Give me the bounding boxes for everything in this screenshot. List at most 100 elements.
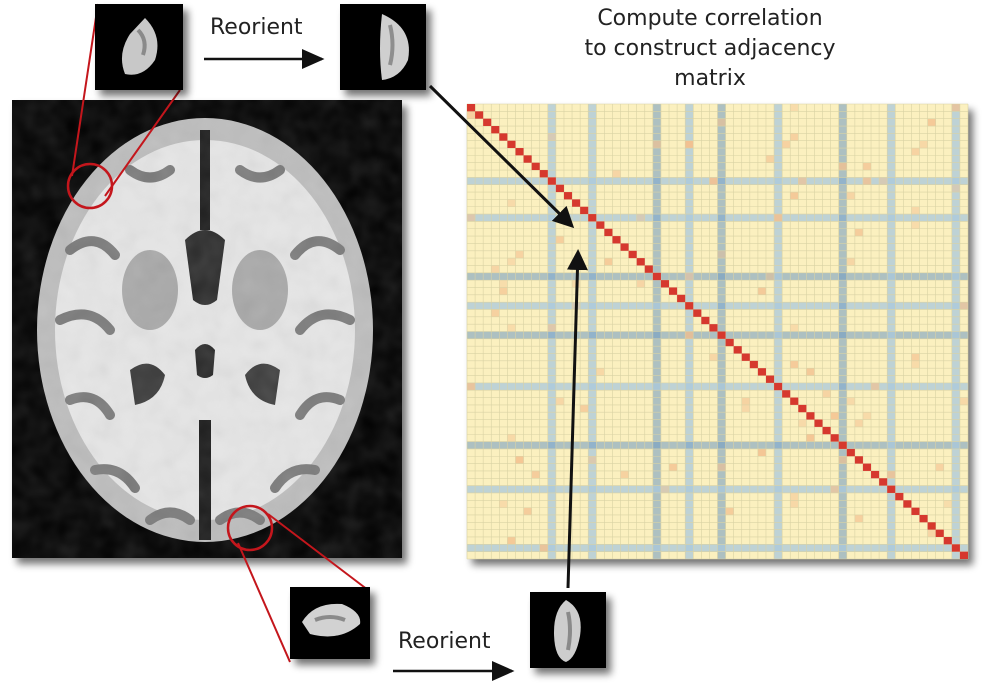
matrix-cell-warm bbox=[499, 287, 508, 295]
matrix-cell-warm bbox=[854, 514, 863, 523]
matrix-diagonal-cell bbox=[798, 404, 807, 413]
matrix-diagonal-cell bbox=[475, 111, 484, 119]
matrix-cell-warm bbox=[862, 412, 872, 420]
matrix-cell-warm bbox=[491, 265, 500, 273]
matrix-diagonal-cell bbox=[782, 390, 791, 398]
matrix-cell-warm bbox=[757, 448, 766, 457]
matrix-cell-warm bbox=[515, 456, 524, 464]
zoom-line-bottom-left bbox=[237, 542, 291, 663]
matrix-diagonal-cell bbox=[669, 287, 678, 295]
matrix-diagonal-cell bbox=[757, 368, 766, 376]
matrix-cell-warm bbox=[709, 177, 718, 185]
matrix-diagonal-cell bbox=[838, 441, 847, 449]
matrix-diagonal-cell bbox=[943, 536, 952, 545]
matrix-diagonal-cell bbox=[749, 360, 758, 369]
matrix-cell-warm bbox=[685, 331, 694, 339]
matrix-cell-warm bbox=[790, 104, 799, 112]
matrix-cell-warm bbox=[604, 258, 613, 266]
matrix-cell-warm bbox=[652, 140, 661, 149]
matrix-diagonal-cell bbox=[515, 148, 524, 156]
matrix-cell-warm bbox=[531, 470, 540, 479]
matrix-diagonal-cell bbox=[733, 346, 742, 354]
matrix-cell-warm bbox=[927, 118, 936, 127]
matrix-diagonal-cell bbox=[628, 250, 637, 259]
matrix-diagonal-cell bbox=[555, 184, 564, 193]
matrix-grid bbox=[466, 103, 969, 560]
matrix-cell-warm bbox=[871, 382, 880, 391]
matrix-cell-warm bbox=[741, 397, 750, 405]
matrix-cell-warm bbox=[790, 492, 799, 501]
matrix-cell-warm bbox=[555, 397, 564, 405]
matrix-cell-warm bbox=[499, 500, 508, 508]
matrix-cell-warm bbox=[539, 544, 548, 552]
matrix-diagonal-cell bbox=[717, 331, 726, 339]
matrix-title-line-3: matrix bbox=[674, 66, 746, 91]
matrix-cell-warm bbox=[846, 192, 855, 200]
matrix-cell-warm bbox=[798, 177, 807, 185]
matrix-cell-warm bbox=[790, 133, 799, 141]
matrix-cell-warm bbox=[822, 390, 831, 398]
matrix-cell-warm bbox=[927, 529, 936, 537]
matrix-diagonal-cell bbox=[709, 324, 718, 332]
matrix-diagonal-cell bbox=[741, 353, 750, 361]
matrix-diagonal-cell bbox=[830, 434, 839, 442]
matrix-diagonal-cell bbox=[588, 214, 597, 222]
matrix-diagonal-cell bbox=[790, 397, 799, 405]
zoom-line-top-left bbox=[71, 3, 99, 177]
top-patch-original-tissue bbox=[121, 18, 158, 75]
bottom-patch-reoriented-tissue bbox=[554, 600, 581, 662]
matrix-diagonal-cell bbox=[959, 551, 968, 559]
matrix-cell-warm bbox=[854, 419, 863, 427]
matrix-cell-warm bbox=[491, 309, 500, 317]
matrix-cell-warm bbox=[854, 228, 863, 237]
matrix-diagonal-cell bbox=[652, 272, 661, 281]
matrix-cell-warm bbox=[919, 140, 928, 149]
zoom-line-bottom-right bbox=[267, 513, 369, 591]
matrix-cell-warm bbox=[838, 162, 847, 171]
matrix-cell-warm bbox=[887, 470, 896, 479]
matrix-cell-warm bbox=[790, 360, 799, 369]
matrix-cell-warm bbox=[790, 500, 799, 508]
matrix-cell-warm bbox=[507, 324, 516, 332]
matrix-diagonal-cell bbox=[806, 412, 815, 420]
matrix-diagonal-cell bbox=[871, 470, 880, 479]
matrix-diagonal-cell bbox=[563, 192, 573, 200]
matrix-cell-warm bbox=[798, 419, 807, 427]
matrix-cell-warm bbox=[935, 463, 944, 471]
matrix-title-line-2: to construct adjacency bbox=[584, 36, 836, 61]
matrix-cell-warm bbox=[709, 353, 718, 361]
matrix-cell-warm bbox=[507, 536, 516, 545]
matrix-diagonal-cell bbox=[822, 426, 831, 435]
matrix-diagonal-cell bbox=[539, 170, 548, 178]
matrix-cell-warm bbox=[862, 162, 872, 171]
matrix-cell-warm bbox=[951, 184, 960, 193]
matrix-cell-warm bbox=[580, 404, 589, 413]
matrix-cell-warm bbox=[467, 111, 476, 119]
matrix-cell-warm bbox=[830, 412, 839, 420]
matrix-cell-warm bbox=[911, 360, 920, 369]
matrix-diagonal-cell bbox=[547, 177, 556, 185]
matrix-cell-warm bbox=[499, 280, 508, 288]
bottom-patch-original-tissue bbox=[302, 603, 361, 637]
matrix-cell-warm bbox=[765, 155, 775, 163]
matrix-diagonal-cell bbox=[765, 375, 775, 383]
matrix-cell-warm bbox=[830, 485, 839, 493]
matrix-diagonal-cell bbox=[903, 500, 912, 508]
matrix-diagonal-cell bbox=[951, 544, 960, 552]
matrix-cell-warm bbox=[507, 199, 516, 207]
matrix-diagonal-cell bbox=[774, 382, 783, 391]
matrix-diagonal-cell bbox=[507, 140, 516, 149]
matrix-cell-warm bbox=[717, 250, 726, 259]
matrix-cell-warm bbox=[507, 434, 516, 442]
matrix-diagonal-cell bbox=[854, 456, 863, 464]
correlation-arrow-top bbox=[428, 84, 575, 229]
matrix-diagonal-cell bbox=[693, 309, 702, 317]
matrix-cell-warm bbox=[507, 258, 516, 266]
matrix-cell-warm bbox=[806, 368, 815, 376]
matrix-cell-warm bbox=[596, 368, 605, 376]
matrix-cell-warm bbox=[685, 272, 694, 281]
matrix-diagonal-cell bbox=[580, 206, 589, 215]
matrix-cell-warm bbox=[774, 214, 783, 222]
matrix-cell-warm bbox=[717, 118, 726, 127]
matrix-diagonal-cell bbox=[677, 294, 686, 303]
